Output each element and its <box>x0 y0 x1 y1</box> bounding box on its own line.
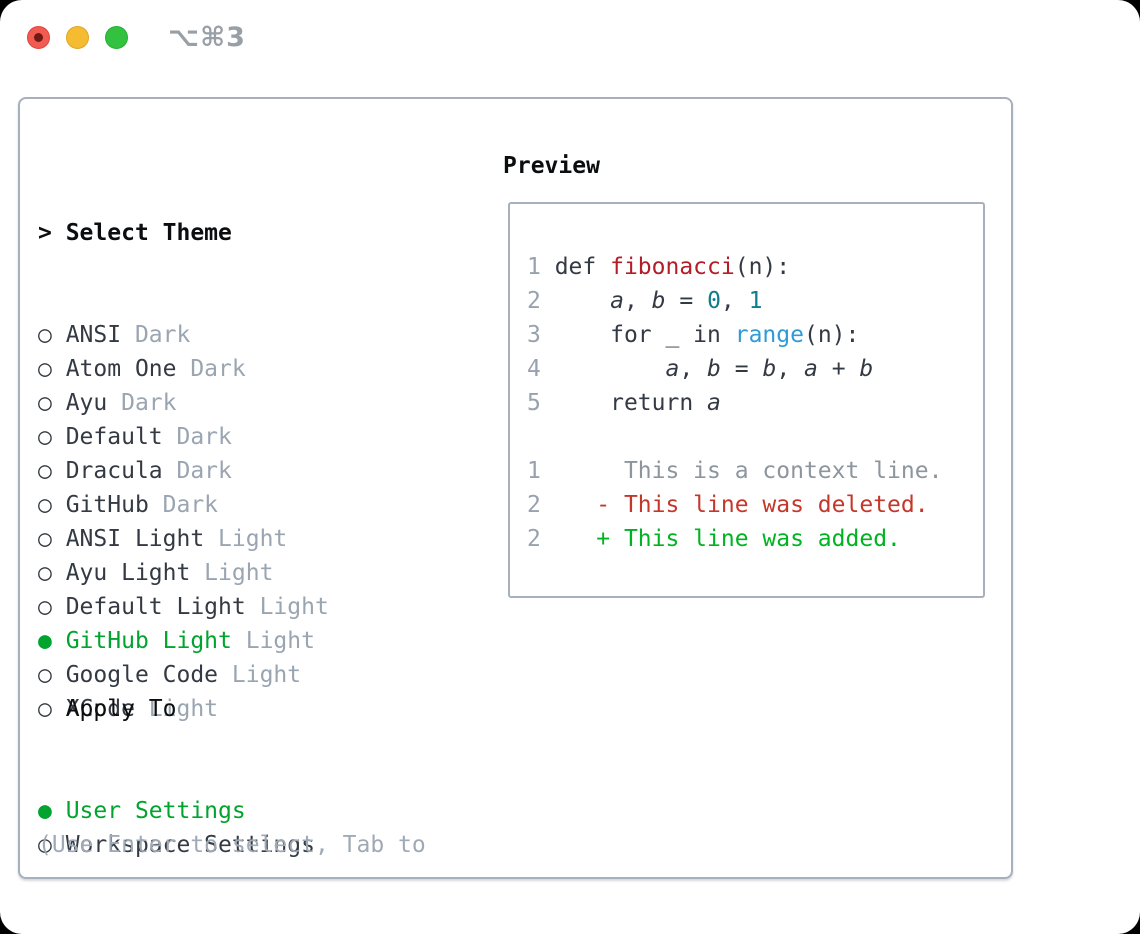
radio-unselected-icon: ○ <box>38 662 66 688</box>
apply-to-section: Apply To ● User Settings○ Workspace Sett… <box>38 624 315 930</box>
theme-variant-tag: Dark <box>121 322 191 348</box>
option-label: ANSI Light <box>65 526 205 552</box>
theme-variant-tag: Dark <box>176 356 246 382</box>
theme-variant-tag: Dark <box>162 458 232 484</box>
code-line <box>527 420 942 454</box>
theme-option-ayu[interactable]: ○ Ayu Dark <box>38 386 329 420</box>
theme-variant-tag: Light <box>134 696 219 722</box>
theme-variant-tag: Light <box>218 662 302 688</box>
theme-option-ansi[interactable]: ○ ANSI Dark <box>38 318 329 352</box>
theme-variant-tag: Dark <box>148 492 219 518</box>
minimize-button[interactable] <box>66 26 89 49</box>
select-theme-header: > Select Theme <box>38 220 232 246</box>
preview-box <box>508 202 985 598</box>
option-label: Workspace Settings <box>65 832 315 858</box>
preview-header: Preview <box>503 153 600 179</box>
theme-list: > Select Theme ○ ANSI Dark○ Atom One Dar… <box>38 148 329 794</box>
radio-selected-icon: ● <box>38 628 66 654</box>
theme-variant-tag: Light <box>204 526 288 552</box>
theme-option-ansi-light[interactable]: ○ ANSI Light Light <box>38 522 329 556</box>
window-title-shortcut: ⌥⌘3 <box>168 22 246 53</box>
help-text: (Use Enter to select, Tab to change focu… <box>38 760 426 934</box>
theme-option-atom-one[interactable]: ○ Atom One Dark <box>38 352 329 386</box>
apply-option-user-settings[interactable]: ● User Settings <box>38 794 315 828</box>
zoom-button[interactable] <box>105 26 128 49</box>
code-line: 4 a, b = b, a + b <box>527 356 874 382</box>
option-label: XCode <box>65 696 135 722</box>
radio-unselected-icon: ○ <box>38 390 66 416</box>
option-label: Ayu Light <box>65 560 191 586</box>
option-label: Atom One <box>65 356 177 382</box>
radio-unselected-icon: ○ <box>38 696 66 722</box>
titlebar-traffic-lights <box>27 26 128 49</box>
radio-unselected-icon: ○ <box>38 424 66 450</box>
code-line: 2 + This line was added. <box>527 526 901 552</box>
radio-unselected-icon: ○ <box>38 526 66 552</box>
help-text-line: change focus) <box>38 930 426 934</box>
theme-option-google-code[interactable]: ○ Google Code Light <box>38 658 329 692</box>
help-text-line: (Use Enter to select, Tab to <box>38 832 426 858</box>
theme-variant-tag: Light <box>190 560 274 586</box>
radio-unselected-icon: ○ <box>38 492 66 518</box>
theme-option-github[interactable]: ○ GitHub Dark <box>38 488 329 522</box>
theme-variant-tag: Light <box>245 594 329 620</box>
radio-unselected-icon: ○ <box>38 322 66 348</box>
option-label: User Settings <box>65 798 246 824</box>
theme-variant-tag: Dark <box>162 424 232 450</box>
option-label: Google Code <box>65 662 219 688</box>
radio-unselected-icon: ○ <box>38 356 66 382</box>
code-line: 2 - This line was deleted. <box>527 492 929 518</box>
code-line: 5 return a <box>527 390 721 416</box>
code-line: 3 for _ in range(n): <box>527 322 860 348</box>
code-line: 2 a, b = 0, 1 <box>527 288 763 314</box>
theme-option-github-light[interactable]: ● GitHub Light Light <box>38 624 329 658</box>
radio-selected-icon: ● <box>38 798 66 824</box>
theme-option-default[interactable]: ○ Default Dark <box>38 420 329 454</box>
option-label: Default Light <box>65 594 246 620</box>
apply-option-workspace-settings[interactable]: ○ Workspace Settings <box>38 828 315 862</box>
pointer-prefix-icon: > <box>38 220 66 246</box>
theme-option-dracula[interactable]: ○ Dracula Dark <box>38 454 329 488</box>
apply-to-header: Apply To <box>38 696 177 722</box>
option-label: ANSI <box>65 322 122 348</box>
theme-variant-tag: Dark <box>107 390 177 416</box>
code-line: 1 This is a context line. <box>527 458 943 484</box>
code-line: 1 def fibonacci(n): <box>527 254 791 280</box>
radio-unselected-icon: ○ <box>38 560 66 586</box>
theme-variant-tag: Light <box>231 628 315 654</box>
option-label: Dracula <box>65 458 163 484</box>
unsaved-changes-dot-icon <box>34 33 43 42</box>
option-label: GitHub Light <box>65 628 232 654</box>
option-label: Ayu <box>65 390 108 416</box>
option-label: GitHub <box>65 492 149 518</box>
close-button[interactable] <box>27 26 50 49</box>
theme-option-default-light[interactable]: ○ Default Light Light <box>38 590 329 624</box>
option-label: Default <box>65 424 163 450</box>
code-preview: 1 def fibonacci(n): 2 a, b = 0, 1 3 for _ … <box>527 250 942 556</box>
theme-option-xcode[interactable]: ○ XCode Light <box>38 692 329 726</box>
radio-unselected-icon: ○ <box>38 832 66 858</box>
radio-unselected-icon: ○ <box>38 458 66 484</box>
theme-option-ayu-light[interactable]: ○ Ayu Light Light <box>38 556 329 590</box>
radio-unselected-icon: ○ <box>38 594 66 620</box>
